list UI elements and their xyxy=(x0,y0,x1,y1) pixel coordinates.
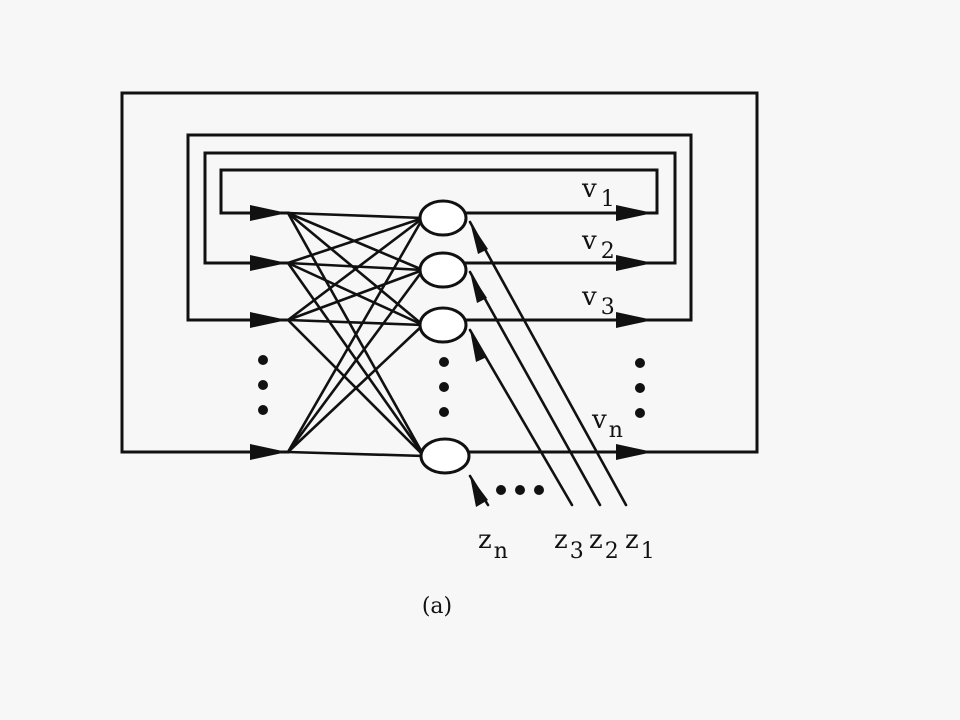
ellipsis-dot xyxy=(258,355,268,365)
connection-mesh xyxy=(286,211,426,458)
connection-3-to-2 xyxy=(286,268,425,322)
output-arrow-3 xyxy=(616,312,653,328)
input-label-zn: zn xyxy=(478,525,508,564)
neuron-n xyxy=(419,437,471,475)
ellipsis-dot xyxy=(496,485,506,495)
ellipsis-dot xyxy=(534,485,544,495)
ellipsis-dot xyxy=(439,357,449,367)
neuron-2 xyxy=(418,251,468,289)
arrowheads xyxy=(250,205,653,507)
ellipsis-dot xyxy=(439,382,449,392)
output-arrow-n xyxy=(616,444,653,460)
input-label-z1: z1 xyxy=(625,525,655,564)
input-arrow-1 xyxy=(250,205,287,221)
input-arrow-n xyxy=(250,444,287,460)
input-arrow-3 xyxy=(250,312,287,328)
input-arrow-z3 xyxy=(470,330,487,362)
output-label-vn: vn xyxy=(591,405,623,443)
input-arrow-2 xyxy=(250,255,287,271)
connection-1-to-1 xyxy=(286,211,425,220)
connection-3-to-1 xyxy=(286,216,425,322)
output-arrow-1 xyxy=(616,205,653,221)
connection-3-to-3 xyxy=(286,318,425,327)
input-labels: zn z3 z2 z1 xyxy=(478,525,655,564)
feedback-loop-n xyxy=(120,91,759,454)
connection-4-to-2 xyxy=(286,268,425,454)
input-stubs xyxy=(250,211,290,454)
input-arrow-zn xyxy=(470,476,488,507)
output-lines xyxy=(464,211,642,454)
ellipsis-dot xyxy=(258,380,268,390)
neuron-3 xyxy=(418,306,468,344)
input-label-z3: z3 xyxy=(554,525,584,564)
connection-4-to-4 xyxy=(286,450,426,458)
input-arrow-z1 xyxy=(470,222,488,254)
ellipsis-dot xyxy=(439,407,449,417)
input-line-z3 xyxy=(468,328,574,507)
ellipsis-dots xyxy=(258,355,645,495)
connection-4-to-3 xyxy=(286,323,425,454)
ellipsis-dot xyxy=(635,358,645,368)
feedback-loop-1 xyxy=(219,168,659,215)
ellipsis-dot xyxy=(515,485,525,495)
ellipsis-dot xyxy=(635,383,645,393)
connection-2-to-1 xyxy=(286,216,425,265)
neuron-1 xyxy=(418,199,468,237)
connection-2-to-2 xyxy=(286,261,425,272)
ellipsis-dot xyxy=(635,408,645,418)
input-line-z2 xyxy=(468,270,602,507)
connection-4-to-1 xyxy=(286,216,425,454)
feedback-loops xyxy=(120,91,759,454)
feedback-loop-2 xyxy=(203,151,677,265)
input-arrow-z2 xyxy=(470,272,487,303)
input-line-z1 xyxy=(468,220,628,507)
neurons xyxy=(418,199,471,475)
input-label-z2: z2 xyxy=(589,525,619,564)
figure-caption: (a) xyxy=(422,594,452,619)
feedback-loop-3 xyxy=(186,133,693,322)
ellipsis-dot xyxy=(258,405,268,415)
output-arrow-2 xyxy=(616,255,653,271)
